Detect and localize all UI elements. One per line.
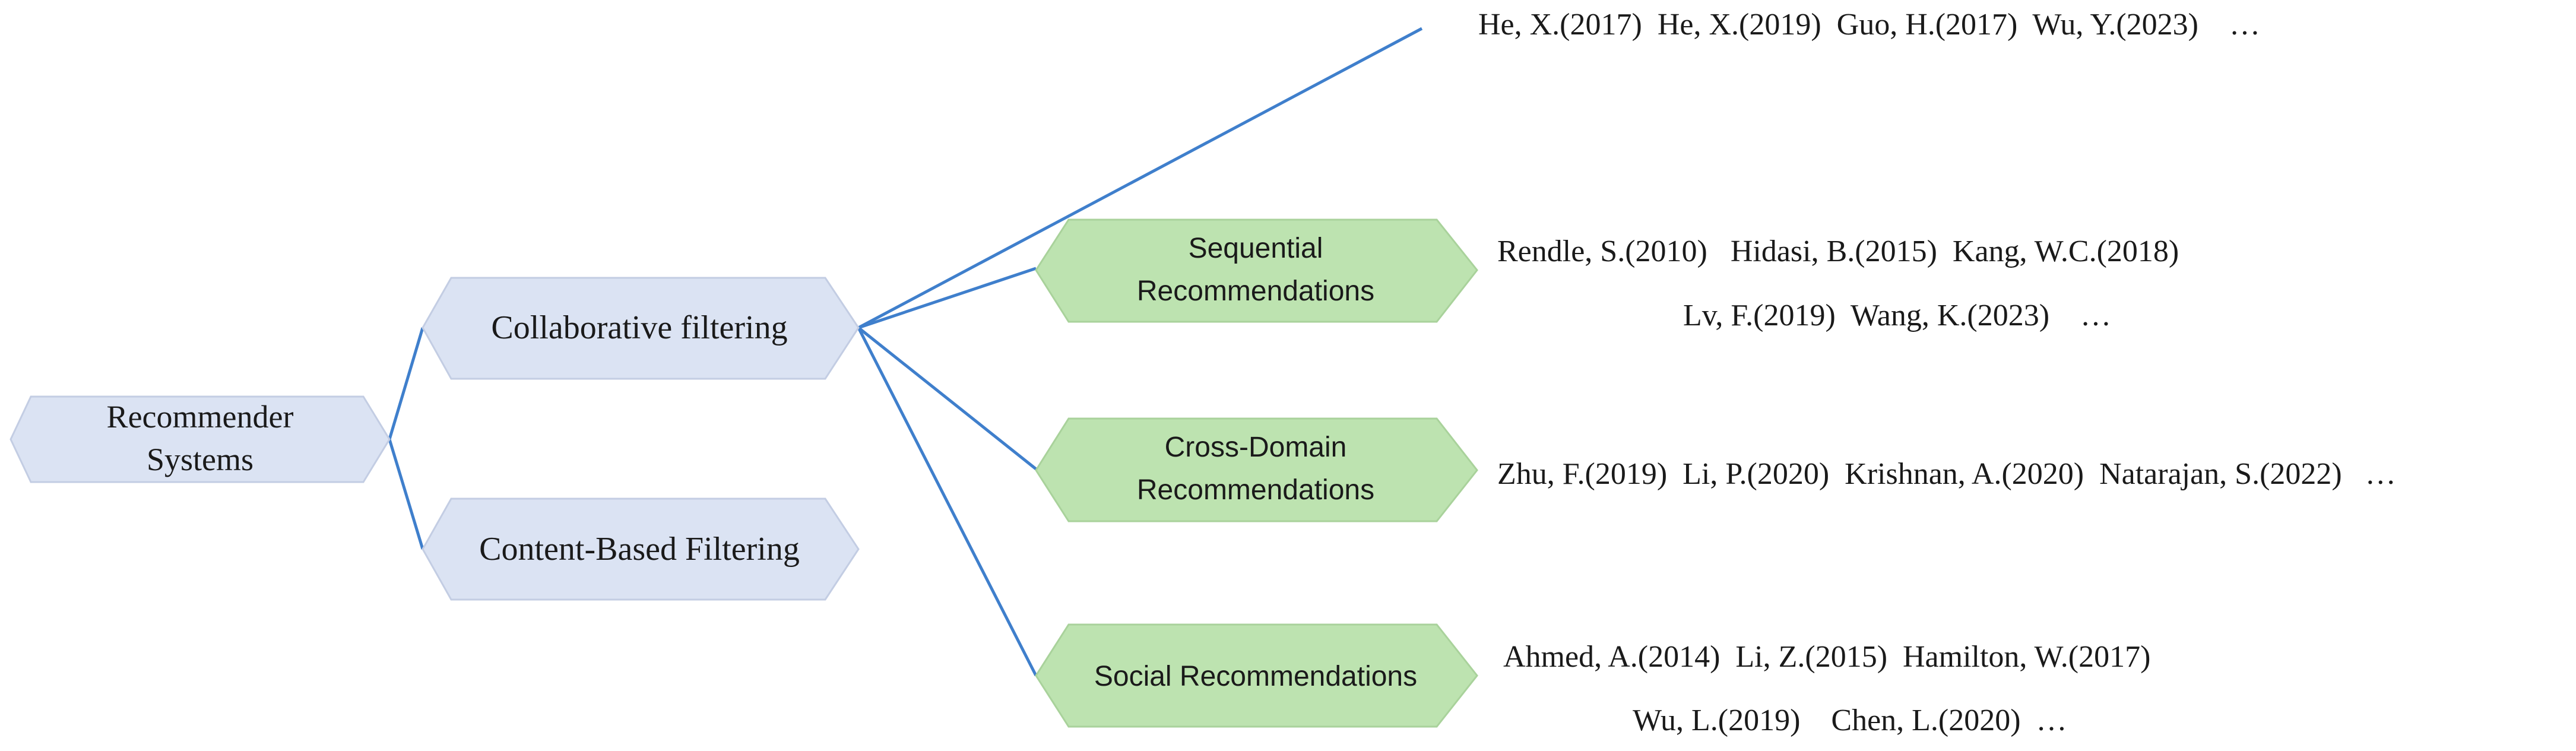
edge-root-to-collaborative [388, 327, 424, 440]
connectors [388, 27, 1423, 677]
references-general: He, X.(2017) He, X.(2019) Guo, H.(2017) … [1478, 8, 2260, 42]
edge-root-to-content-based [388, 439, 424, 550]
reference-line: Rendle, S.(2010) Hidasi, B.(2015) Kang, … [1497, 235, 2179, 268]
reference-line: Ahmed, A.(2014) Li, Z.(2015) Hamilton, W… [1503, 640, 2150, 674]
node-social-recommendations: Social Recommendations [1035, 623, 1478, 728]
node-label-line-2: Recommendations [1137, 275, 1374, 307]
node-label-line-1: Recommender [107, 399, 294, 435]
references-social: Ahmed, A.(2014) Li, Z.(2015) Hamilton, W… [1503, 640, 2150, 737]
node-label: Collaborative filtering [491, 309, 787, 346]
references-cross-domain: Zhu, F.(2019) Li, P.(2020) Krishnan, A.(… [1497, 457, 2396, 491]
node-cross-domain-recommendations: Cross-Domain Recommendations [1035, 417, 1478, 522]
reference-line: Wu, L.(2019) Chen, L.(2020) … [1633, 704, 2067, 737]
node-recommender-systems: Recommender Systems [9, 395, 391, 483]
references-sequential: Rendle, S.(2010) Hidasi, B.(2015) Kang, … [1497, 235, 2179, 332]
node-collaborative-filtering: Collaborative filtering [422, 277, 860, 380]
reference-line: He, X.(2017) He, X.(2019) Guo, H.(2017) … [1478, 8, 2260, 42]
reference-line: Lv, F.(2019) Wang, K.(2023) … [1683, 299, 2111, 332]
node-label-line-2: Systems [147, 442, 254, 477]
edge-collaborative-to-social [857, 327, 1038, 677]
node-content-based-filtering: Content-Based Filtering [422, 498, 860, 601]
node-sequential-recommendations: Sequential Recommendations [1035, 218, 1478, 323]
node-label-line-1: Sequential [1189, 233, 1323, 264]
edge-collaborative-to-sequential [858, 267, 1037, 329]
node-label: Content-Based Filtering [479, 531, 800, 568]
node-label: Social Recommendations [1094, 661, 1417, 692]
reference-line: Zhu, F.(2019) Li, P.(2020) Krishnan, A.(… [1497, 457, 2396, 491]
edge-collaborative-to-cross-domain [857, 327, 1037, 470]
node-label-line-2: Recommendations [1137, 474, 1374, 506]
edge-collaborative-to-general-refs [857, 27, 1423, 329]
node-label-line-1: Cross-Domain [1165, 432, 1347, 463]
